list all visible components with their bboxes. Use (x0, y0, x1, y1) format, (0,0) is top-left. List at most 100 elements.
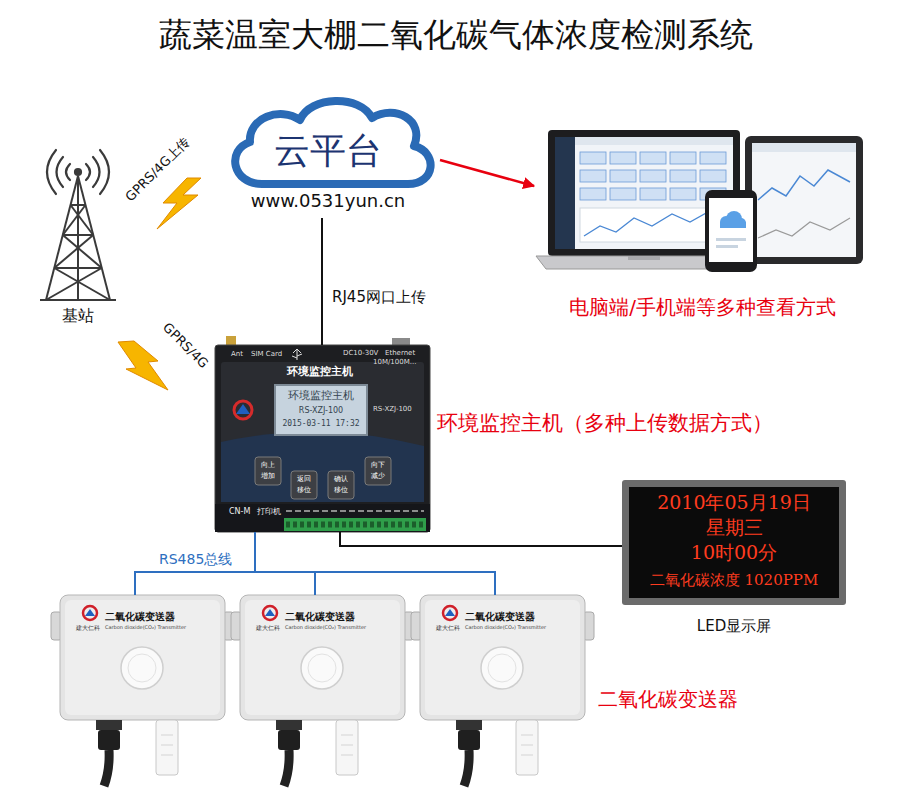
node-text: Carbon dioxide(CO₂) Transmitter (285, 625, 366, 631)
laptop-picture (700, 152, 726, 164)
connector-line (340, 532, 622, 546)
base-station: 基站 (28, 140, 128, 330)
transmitter-housing (51, 595, 234, 786)
node-text: CN-M (229, 507, 250, 516)
laptop-picture (640, 188, 666, 200)
node-text: Ant (231, 350, 243, 358)
tower-waves (66, 164, 70, 180)
transmitter-housing (231, 595, 414, 786)
led-screen-frame (622, 480, 846, 605)
host-housing (215, 345, 430, 532)
transmitter-housing (156, 720, 178, 775)
transmitter-housing (284, 750, 289, 786)
node-text: 增加 (255, 472, 281, 480)
transmitter-housing (341, 755, 353, 756)
host-button: 确认移位 (328, 471, 354, 499)
node-text: 2015-03-11 17:32 (275, 419, 367, 428)
node-text: 建大仁科 (256, 625, 280, 632)
phone-picture (709, 198, 753, 262)
tower-waves (75, 169, 81, 175)
transmitter-housing (341, 735, 353, 736)
led-display: 2010年05月19日星期三10时00分二氧化碳浓度 1020PPMLED显示屏 (622, 480, 846, 640)
transmitter-housing (341, 745, 353, 746)
host-housing (215, 336, 430, 532)
host-housing (286, 522, 424, 528)
laptop-picture (670, 170, 696, 182)
laptop-picture (580, 152, 606, 164)
laptop-picture (610, 152, 636, 164)
annotation-label: GPRS/4G (159, 320, 211, 372)
host-housing (284, 518, 426, 531)
host-screen: 环境监控主机RS-XZJ-1002015-03-11 17:32 (275, 385, 367, 435)
laptop-picture (670, 152, 696, 164)
diagram-title: 蔬菜温室大棚二氧化碳气体浓度检测系统 (0, 16, 911, 54)
node-text: 移位 (291, 486, 317, 494)
transmitter-housing (456, 720, 482, 730)
host-button: 向上增加 (255, 457, 281, 485)
tablet-picture (752, 143, 856, 257)
node-text: 基站 (28, 307, 128, 325)
tablet-picture (758, 170, 850, 200)
tower-mast (40, 176, 116, 300)
node-text: 环境监控主机 (275, 390, 367, 403)
transmitter-housing (521, 755, 533, 756)
transmitter-housing (60, 595, 225, 720)
transmitter-housing (521, 735, 533, 736)
transmitter-housing (420, 595, 585, 720)
laptop-picture (610, 170, 636, 182)
host-housing (365, 457, 391, 485)
transmitter-housing (161, 735, 173, 736)
tower-waves (100, 150, 109, 194)
connector-line (321, 218, 323, 345)
host-housing (236, 404, 250, 414)
connector-line (440, 160, 534, 186)
host-housing (275, 385, 367, 435)
connector-label: RS485总线 (157, 551, 234, 567)
laptop-picture (640, 152, 666, 164)
lightning-bolt (118, 341, 168, 390)
co2-transmitter: 建大仁科二氧化碳变送器Carbon dioxide(CO₂) Transmitt… (60, 595, 225, 720)
tower-waves (86, 164, 90, 180)
node-text: 移位 (328, 486, 354, 494)
laptop-picture (580, 170, 606, 182)
transmitter-housing (336, 720, 358, 775)
transmitter-housing (83, 606, 97, 620)
tower-mast (46, 268, 102, 300)
laptop-picture (575, 137, 733, 145)
transmitter-housing (65, 600, 220, 715)
node-text: LED显示屏 (622, 618, 846, 635)
host-housing (292, 349, 302, 360)
host-housing (291, 471, 317, 499)
transmitter-housing (488, 654, 516, 682)
tower-mast (54, 267, 101, 269)
co2-transmitter: 建大仁科二氧化碳变送器Carbon dioxide(CO₂) Transmitt… (240, 595, 405, 720)
host-housing (215, 504, 430, 532)
node-text: 减少 (365, 472, 391, 480)
node-text: Carbon dioxide(CO₂) Transmitter (465, 625, 546, 631)
tower-mast (63, 234, 93, 236)
tower-mast (54, 268, 110, 300)
node-text: SIM Card (251, 350, 282, 358)
host-button: 向下减少 (365, 457, 391, 485)
annotation-label: 二氧化碳变送器 (598, 688, 738, 711)
transmitter-housing (96, 720, 122, 730)
node-text: 向上 (255, 461, 281, 469)
transmitter-housing (301, 647, 343, 689)
transmitter-housing (128, 654, 156, 682)
transmitter-housing (464, 750, 469, 786)
tower-mast (40, 299, 116, 301)
transmitter-housing (85, 609, 95, 616)
node-text: 10M/100M... (373, 358, 416, 366)
host-housing (255, 457, 281, 485)
transmitter-housing (516, 720, 538, 775)
node-text: 电脑端/手机端等多种查看方式 (535, 296, 870, 319)
host-housing (328, 471, 354, 499)
transmitter-housing (161, 745, 173, 746)
tower-mast (46, 176, 78, 300)
tower-waves (47, 150, 56, 194)
phone-picture (705, 190, 757, 272)
annotation-label: GPRS/4G上传 (123, 135, 193, 205)
